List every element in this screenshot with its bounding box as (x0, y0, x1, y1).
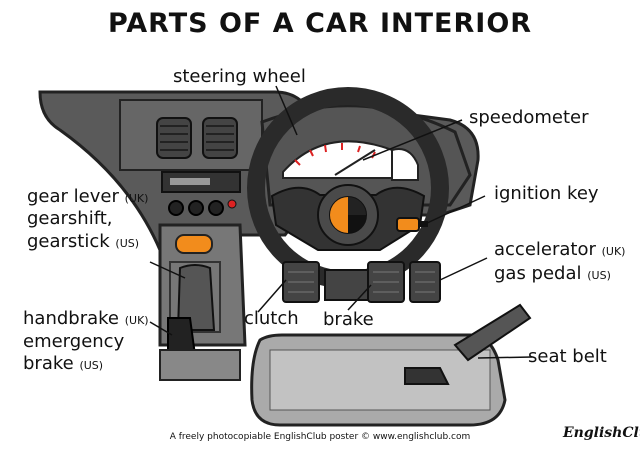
label-emergency-brake: brake (US) (23, 353, 104, 374)
knob (168, 200, 184, 216)
air-vent-right (202, 117, 238, 159)
label-speedometer: speedometer (469, 107, 589, 128)
page-title: PARTS OF A CAR INTERIOR (107, 8, 533, 39)
air-vent-left (156, 117, 192, 159)
label-accelerator: accelerator (UK) (494, 239, 626, 260)
leader-handbrake (149, 321, 173, 336)
gear-indicator (175, 234, 213, 254)
leader-accelerator (439, 257, 488, 281)
leader-brake (347, 284, 372, 311)
label-handbrake: handbrake (UK) (23, 308, 149, 329)
leader-seatbelt (477, 356, 533, 359)
seat-belt (453, 303, 532, 362)
knob (208, 200, 224, 216)
englishclub-logo: EnglishClub (563, 425, 640, 441)
label-ignition-key: ignition key (494, 183, 599, 204)
label-gas-pedal: gas pedal (US) (494, 263, 611, 284)
label-emergency: emergency (23, 331, 125, 352)
leader-gear (149, 261, 186, 279)
label-brake: brake (323, 309, 374, 330)
footer-credit: A freely photocopiable EnglishClub poste… (169, 432, 471, 442)
label-gear-lever: gear lever (UK) (27, 186, 149, 207)
leader-clutch (257, 279, 287, 313)
label-steering-wheel: steering wheel (173, 66, 306, 87)
leader-speedometer (362, 119, 463, 161)
label-clutch: clutch (244, 308, 299, 329)
label-seat-belt: seat belt (528, 346, 607, 367)
label-gearshift: gearshift, (27, 208, 113, 229)
ignition-key (396, 217, 420, 232)
leader-steering (275, 85, 298, 136)
gear-lever (176, 264, 216, 331)
knob (188, 200, 204, 216)
leader-ignition (424, 195, 486, 225)
label-gearstick: gearstick (US) (27, 231, 140, 252)
